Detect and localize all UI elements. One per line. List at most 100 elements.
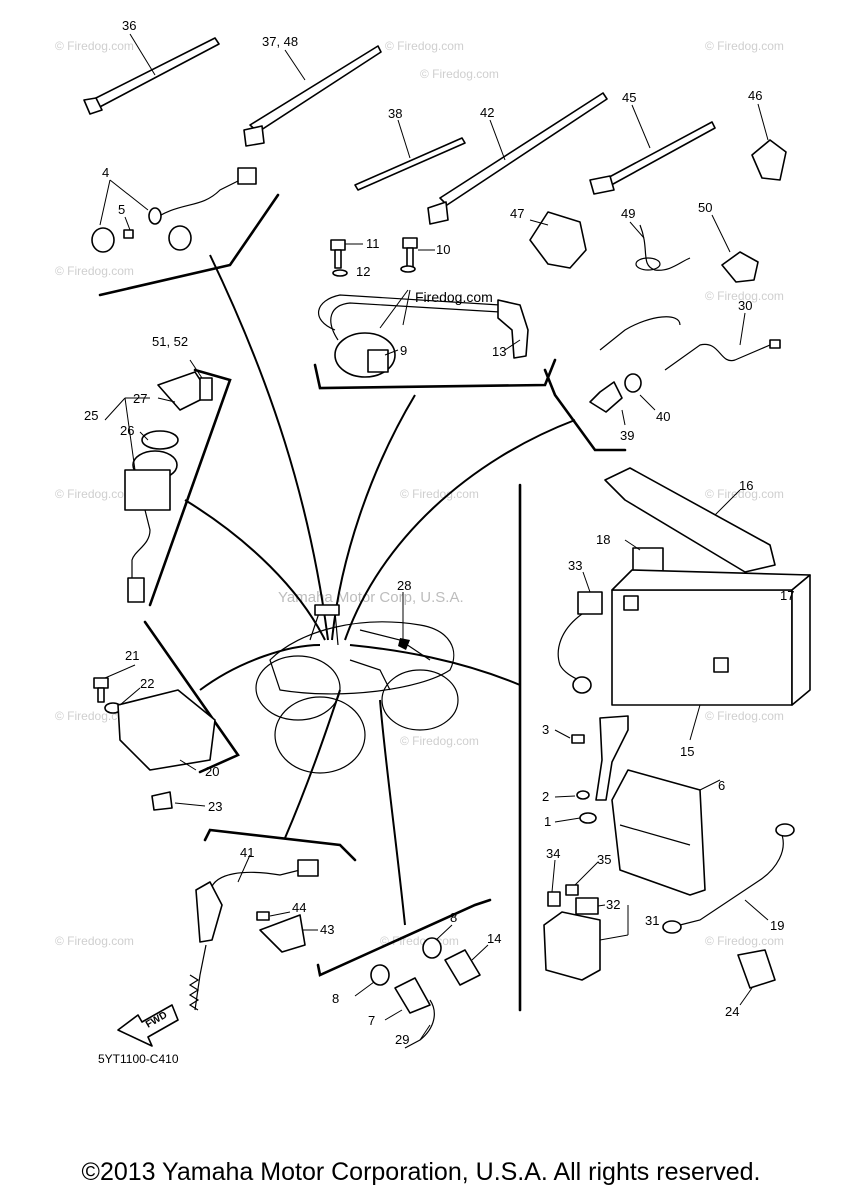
callout-8: 8 xyxy=(332,991,339,1006)
callout-10: 10 xyxy=(436,242,450,257)
watermarks: © Firedog.com © Firedog.com © Firedog.co… xyxy=(55,39,784,948)
callout-23: 23 xyxy=(208,799,222,814)
watermark: © Firedog.com xyxy=(55,487,134,501)
watermark: © Firedog.com xyxy=(385,39,464,53)
part-50-clip xyxy=(711,214,759,283)
copyright-notice: ©2013 Yamaha Motor Corporation, U.S.A. A… xyxy=(81,1158,761,1186)
callout-20: 20 xyxy=(205,764,219,779)
fwd-arrow-icon: FWD xyxy=(117,1004,179,1047)
callout-17: 17 xyxy=(780,588,794,603)
callout-22: 22 xyxy=(140,676,154,691)
callout-45: 45 xyxy=(622,90,636,105)
part-47-holder xyxy=(529,211,587,269)
part-39-sensor xyxy=(589,373,656,426)
callout-38: 38 xyxy=(388,106,402,121)
callout-19: 19 xyxy=(770,918,784,933)
section-brackets xyxy=(98,193,627,1012)
callout-36: 36 xyxy=(122,18,136,33)
watermark: © Firedog.com xyxy=(400,734,479,748)
part-36-cable-tie xyxy=(83,33,220,115)
part-41-switch xyxy=(188,854,319,1011)
watermark: © Firedog.com xyxy=(55,39,134,53)
callout-37-48: 37, 48 xyxy=(262,34,298,49)
part-24-relay xyxy=(737,949,776,1006)
watermark: Firedog.com xyxy=(415,289,493,305)
part-7-reverse-switch xyxy=(354,964,435,1049)
callout-34: 34 xyxy=(546,846,560,861)
callout-50: 50 xyxy=(698,200,712,215)
part-14-neutral-switch xyxy=(422,924,489,986)
callout-12: 12 xyxy=(356,264,370,279)
callout-24: 24 xyxy=(725,1004,739,1019)
part-9-ignition-coil: Firedog.com xyxy=(317,289,529,378)
part-38-cable-tie xyxy=(354,119,466,191)
watermark: © Firedog.com xyxy=(705,39,784,53)
part-45-cable-tie xyxy=(589,104,716,195)
callout-5: 5 xyxy=(118,202,125,217)
callout-44: 44 xyxy=(292,900,306,915)
watermark: © Firedog.com xyxy=(400,487,479,501)
callout-4: 4 xyxy=(102,165,109,180)
callout-6: 6 xyxy=(718,778,725,793)
part-25-main-switch xyxy=(104,359,213,603)
callout-2: 2 xyxy=(542,789,549,804)
callout-51-52: 51, 52 xyxy=(152,334,188,349)
callout-3: 3 xyxy=(542,722,549,737)
watermark: © Firedog.com xyxy=(420,67,499,81)
callout-33: 33 xyxy=(568,558,582,573)
part-15-battery xyxy=(611,569,811,741)
callout-47: 47 xyxy=(510,206,524,221)
callout-49: 49 xyxy=(621,206,635,221)
callout-1: 1 xyxy=(544,814,551,829)
watermark: © Firedog.com xyxy=(380,934,459,948)
callout-13: 13 xyxy=(492,344,506,359)
callout-15: 15 xyxy=(680,744,694,759)
callout-41: 41 xyxy=(240,845,254,860)
watermark: © Firedog.com xyxy=(55,934,134,948)
callout-27: 27 xyxy=(133,391,147,406)
watermark: © Firedog.com xyxy=(705,934,784,948)
callout-35: 35 xyxy=(597,852,611,867)
callout-18: 18 xyxy=(596,532,610,547)
part-20-rectifier xyxy=(93,664,216,811)
watermark-center: Yamaha Motor Corp, U.S.A. xyxy=(278,589,464,606)
callout-9: 9 xyxy=(400,343,407,358)
callout-11: 11 xyxy=(366,236,380,251)
callout-39: 39 xyxy=(620,428,634,443)
callout-26: 26 xyxy=(120,423,134,438)
callout-28: 28 xyxy=(397,578,411,593)
part-31-starter-relay xyxy=(543,859,629,981)
part-37-clamp-band xyxy=(243,45,382,147)
callout-8: 8 xyxy=(450,910,457,925)
watermark: © Firedog.com xyxy=(705,289,784,303)
part-4-sub-harness xyxy=(91,167,257,253)
part-30-lead xyxy=(599,312,781,371)
part-10-11-bolts xyxy=(330,237,435,277)
callout-46: 46 xyxy=(748,88,762,103)
callout-29: 29 xyxy=(395,1032,409,1047)
part-49-clamp xyxy=(629,221,691,271)
part-19-battery-lead xyxy=(662,823,795,934)
atv-outline xyxy=(255,604,459,774)
callout-25: 25 xyxy=(84,408,98,423)
part-42-clamp-band xyxy=(427,92,608,225)
callout-16: 16 xyxy=(739,478,753,493)
callout-21: 21 xyxy=(125,648,139,663)
diagram-code: 5YT1100-C410 xyxy=(98,1052,179,1066)
callout-32: 32 xyxy=(606,897,620,912)
callout-30: 30 xyxy=(738,298,752,313)
watermark: © Firedog.com xyxy=(55,264,134,278)
callout-31: 31 xyxy=(645,913,659,928)
watermark: © Firedog.com xyxy=(705,709,784,723)
part-46-clip xyxy=(751,103,787,181)
part-6-cdi-unit xyxy=(611,769,721,896)
callout-43: 43 xyxy=(320,922,334,937)
part-33-lead xyxy=(557,571,603,694)
watermark: © Firedog.com xyxy=(705,487,784,501)
callout-14: 14 xyxy=(487,931,501,946)
callout-42: 42 xyxy=(480,105,494,120)
callout-40: 40 xyxy=(656,409,670,424)
part-2-bracket xyxy=(554,715,629,824)
